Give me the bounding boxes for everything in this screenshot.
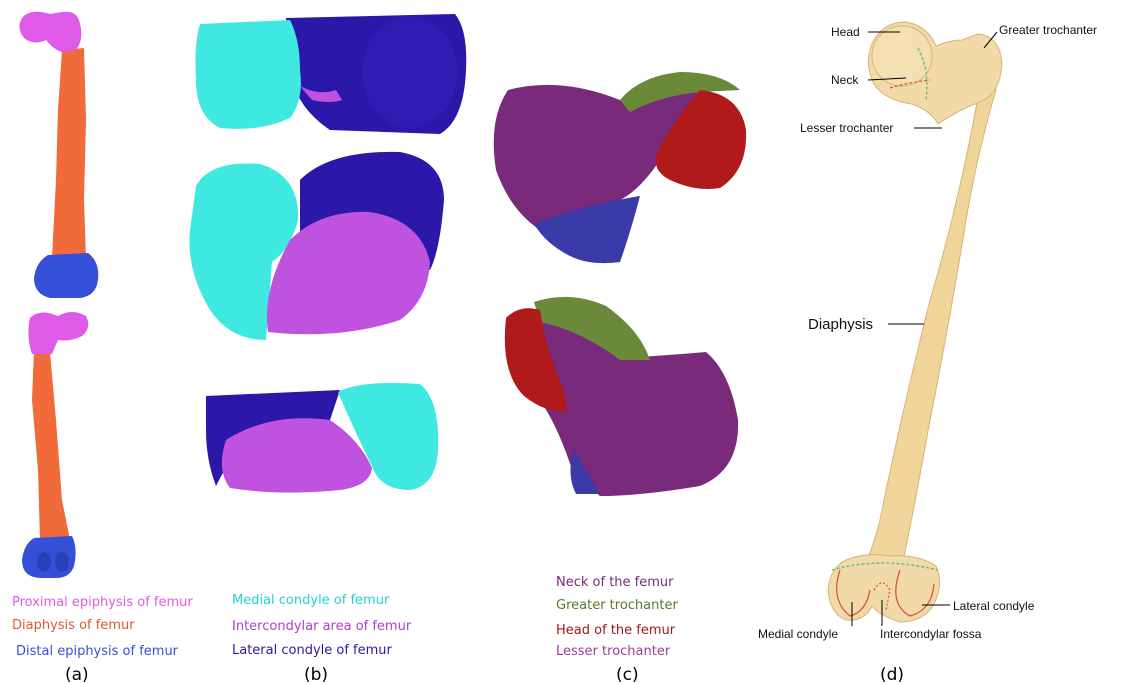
condyle-view-bottom [206,383,438,493]
proximal-view-upper [494,72,746,263]
caption-b: (b) [304,665,328,684]
legend-c-head: Head of the femur [556,623,676,638]
label-diaphysis: Diaphysis [808,316,873,333]
caption-d: (d) [880,665,904,684]
medial-condyle-region-top [196,20,301,129]
label-neck: Neck [831,73,859,87]
proximal-epiphysis-region-upper [19,12,81,52]
proximal-epiphysis-region-lower [28,312,88,354]
femur-distal [828,555,940,622]
panel-b: Medial condyle of femur Intercondylar ar… [189,14,466,684]
legend-c-greater-trochanter: Greater trochanter [556,598,678,613]
femur-shaft [860,86,996,576]
legend-b-lateral: Lateral condyle of femur [232,643,393,658]
legend-a-distal: Distal epiphysis of femur [16,644,179,659]
lateral-condyle-bulge-top [362,16,458,128]
panel-d: Head Greater trochanter Neck Lesser troc… [758,22,1097,684]
panel-c: Neck of the femur Greater trochanter Hea… [494,72,746,684]
caption-a: (a) [65,665,89,684]
label-intercondylar-fossa: Intercondylar fossa [880,627,982,641]
legend-a-diaphysis: Diaphysis of femur [12,618,135,633]
legend-c-lesser-trochanter: Lesser trochanter [556,644,671,659]
distal-epiphysis-region-upper [34,253,98,298]
femur-lower-model [22,312,88,578]
label-head: Head [831,25,860,39]
femoral-head-shape [872,26,932,86]
legend-b-intercondylar: Intercondylar area of femur [232,619,412,634]
femur-upper-model [19,12,98,298]
distal-condyle-detail-right [55,552,69,572]
condyle-view-top [196,14,467,134]
legend-b-medial: Medial condyle of femur [232,593,390,608]
label-medial-condyle: Medial condyle [758,627,838,641]
distal-condyle-detail-left [37,552,51,572]
condyle-view-middle [189,152,444,340]
label-lesser-trochanter: Lesser trochanter [800,121,893,135]
legend-a-proximal: Proximal epiphysis of femur [12,595,193,610]
label-lateral-condyle: Lateral condyle [953,599,1035,613]
diaphysis-region-upper [52,48,86,258]
diaphysis-region-lower [32,350,70,540]
label-greater-trochanter: Greater trochanter [999,23,1097,37]
proximal-view-lower [505,297,738,496]
legend-c-neck: Neck of the femur [556,575,674,590]
panel-a: Proximal epiphysis of femur Diaphysis of… [12,12,193,684]
caption-c: (c) [616,665,639,684]
